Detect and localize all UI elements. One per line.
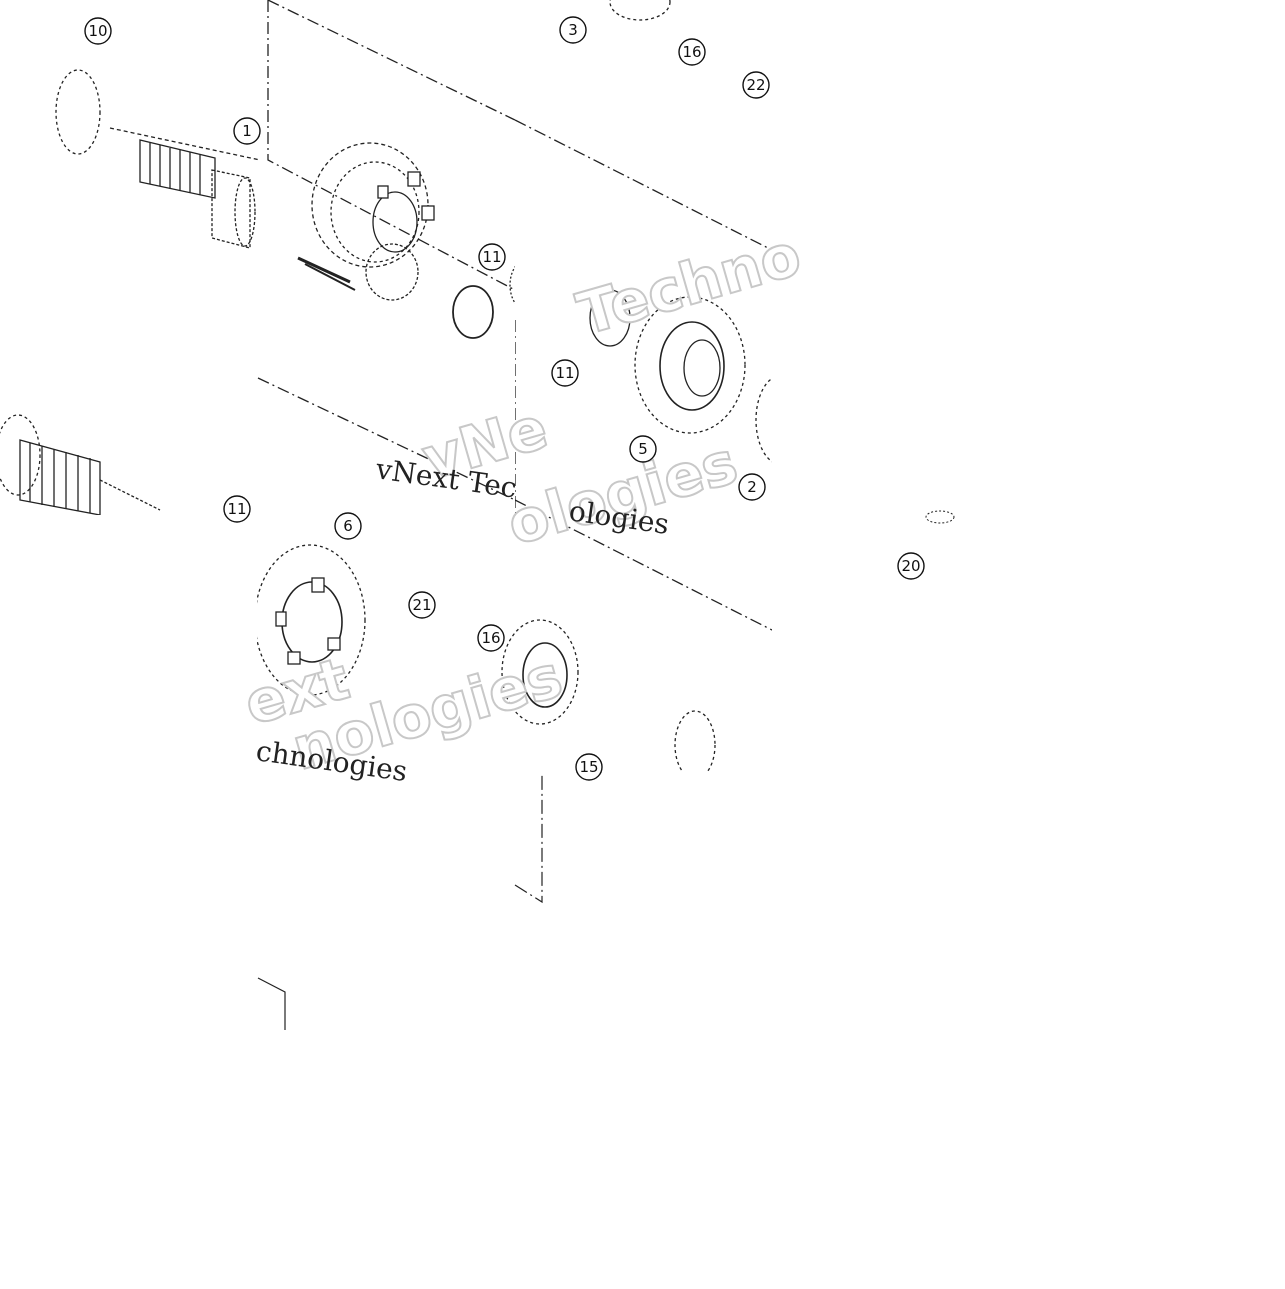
- callout-circle: [897, 552, 925, 580]
- callout-label: 3: [568, 21, 578, 39]
- bearing-16-cage: [522, 642, 568, 708]
- lower-shaft-part: [0, 414, 161, 515]
- callout-circle: [223, 495, 251, 523]
- gear-5-inner: [683, 339, 721, 397]
- bearing-16-part: [501, 619, 579, 725]
- callout-circle: [559, 16, 587, 44]
- housing-fragment: [514, 772, 543, 904]
- callout-circle: [233, 117, 261, 145]
- callout-11: 11: [478, 243, 506, 271]
- gear-cluster-part: [297, 142, 435, 301]
- callout-11: 11: [551, 359, 579, 387]
- callout-label: 16: [481, 629, 500, 647]
- tile-top-right: [515, 0, 772, 515]
- callout-15: 15: [575, 753, 603, 781]
- tile-middle: [257, 515, 772, 772]
- housing-outline-c: [543, 515, 772, 631]
- housing-outline: [267, 0, 515, 291]
- watermark-group: Techno vNe ext nologies ologies vNext Te…: [236, 219, 809, 788]
- housing-outline-bottom: [257, 377, 515, 501]
- gear-6-dog: [311, 577, 325, 593]
- callout-3: 3: [559, 16, 587, 44]
- gear-2-part: [755, 377, 772, 463]
- callout-circle: [334, 512, 362, 540]
- gear-6-dog-2: [275, 611, 287, 627]
- gear-5-bore: [659, 321, 725, 411]
- callout-label: 16: [682, 43, 701, 61]
- callout-label: 22: [746, 76, 765, 94]
- callout-circle: [551, 359, 579, 387]
- housing-outline-b: [515, 119, 772, 251]
- callout-label: 11: [227, 500, 246, 518]
- gear-6-dog-3: [287, 651, 301, 665]
- callout-1: 1: [233, 117, 261, 145]
- washer-15-part: [674, 710, 716, 772]
- gear-6-dog-4: [327, 637, 341, 651]
- housing-outline-top: [267, 0, 515, 121]
- washer-part-2: [509, 265, 515, 305]
- gear-5-part: [634, 296, 746, 434]
- callout-6: 6: [334, 512, 362, 540]
- callout-20: 20: [897, 552, 925, 580]
- circlip-part: [452, 285, 494, 339]
- callout-label: 2: [747, 478, 757, 496]
- callout-circle: [408, 591, 436, 619]
- callout-circle: [738, 473, 766, 501]
- callout-16: 16: [477, 624, 505, 652]
- washer-part-3: [589, 289, 631, 347]
- gear-top-part: [609, 0, 671, 21]
- watermark-outlined: Techno: [570, 220, 808, 348]
- callout-label: 21: [412, 596, 431, 614]
- callout-circle: [478, 243, 506, 271]
- callout-5: 5: [629, 435, 657, 463]
- callout-10: 10: [84, 17, 112, 45]
- callout-21: 21: [408, 591, 436, 619]
- callout-circle: [742, 71, 770, 99]
- callout-label: 15: [579, 758, 598, 776]
- callout-2: 2: [738, 473, 766, 501]
- callout-label: 11: [555, 364, 574, 382]
- callout-circle: [629, 435, 657, 463]
- callout-label: 20: [901, 557, 920, 575]
- callout-circle: [678, 38, 706, 66]
- callout-22: 22: [742, 71, 770, 99]
- callout-label: 5: [638, 440, 648, 458]
- housing-fragment-2: [257, 977, 286, 1030]
- callout-label: 1: [242, 122, 252, 140]
- gear-6-part: [257, 544, 366, 696]
- callout-11: 11: [223, 495, 251, 523]
- tile-top-left: [0, 0, 515, 515]
- callout-label: 10: [88, 22, 107, 40]
- callout-circle: [477, 624, 505, 652]
- part-fragment: [925, 510, 955, 524]
- main-shaft-part: [109, 127, 261, 249]
- callout-16: 16: [678, 38, 706, 66]
- callout-circle: [84, 17, 112, 45]
- callout-label: 6: [343, 517, 353, 535]
- washer-part: [55, 69, 101, 155]
- callout-label: 11: [482, 248, 501, 266]
- callout-circle: [575, 753, 603, 781]
